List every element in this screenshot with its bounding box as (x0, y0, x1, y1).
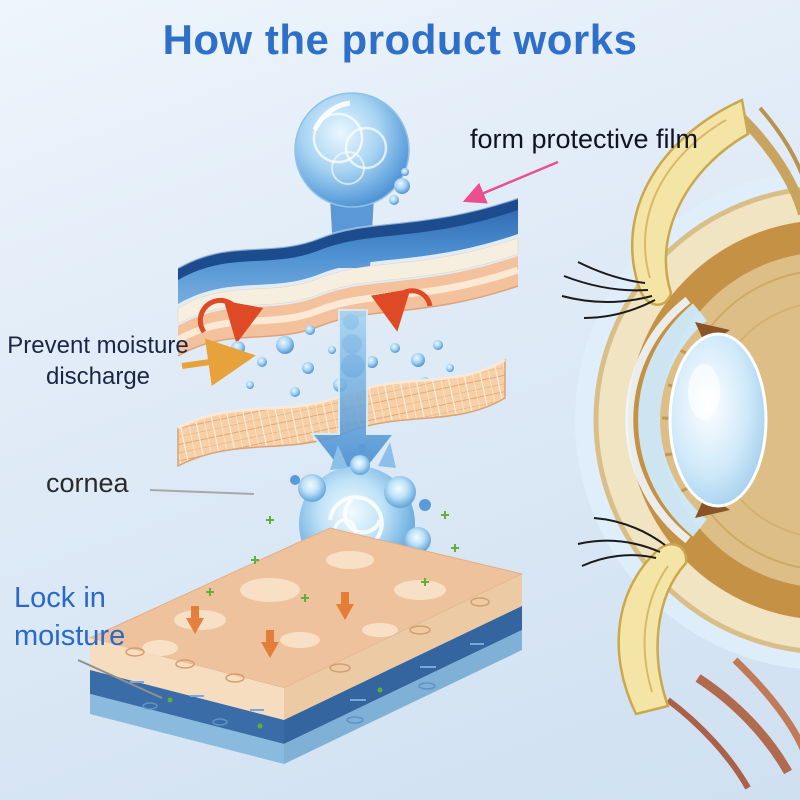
label-lock-moisture: Lock in moisture (14, 580, 125, 655)
circulation-arrows (197, 288, 433, 344)
label-prevent-moisture-line1: Prevent moisture (7, 332, 189, 359)
block-front-texture (125, 597, 490, 683)
block-down-arrows (186, 592, 354, 658)
nutrient-specks (206, 511, 459, 602)
block-bottom-texture (142, 682, 436, 726)
label-prevent-moisture: Prevent moisture discharge (2, 330, 194, 392)
absorption-arrow (309, 309, 397, 488)
upper-eyelash (561, 98, 750, 319)
cornea-pointer-line (149, 489, 255, 495)
deep-specks (167, 687, 383, 729)
label-prevent-moisture-line2: discharge (45, 363, 151, 391)
block-top-texture (142, 551, 446, 656)
lower-eyelash (577, 517, 688, 716)
water-droplet (294, 92, 410, 208)
label-cornea: cornea (46, 468, 129, 498)
label-protective-film: form protective film (470, 124, 699, 154)
film-pointer-arrow (462, 160, 559, 204)
discharge-pointer-arrow (181, 338, 256, 387)
label-lock-moisture-line2: moisture (14, 619, 126, 652)
eye-anatomy (561, 98, 800, 790)
eye-lens (668, 332, 768, 508)
block-blue-texture (130, 643, 484, 711)
page-title: How the product works (162, 16, 638, 63)
lower-eye-muscles (666, 657, 800, 790)
cornea-front-layer (638, 303, 708, 537)
skin-block (88, 511, 524, 764)
protective-film-layer (177, 197, 519, 304)
lock-pointer-line (77, 659, 163, 699)
label-lock-moisture-line1: Lock in (14, 582, 106, 614)
